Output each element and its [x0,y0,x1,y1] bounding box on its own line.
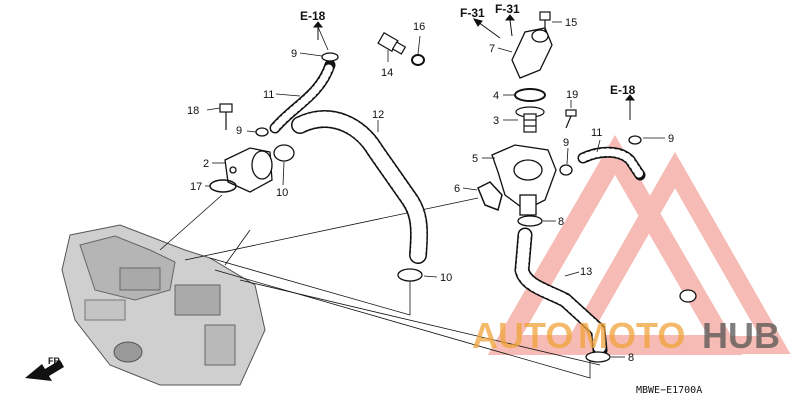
part-label-10b: 10 [440,272,452,284]
thermostat-housing-5 [491,144,557,216]
part-label-5: 5 [472,153,478,165]
assembly-lines [159,194,601,379]
ref-f31-a: F-31 [460,6,485,20]
part-label-15: 15 [565,17,577,29]
part-label-16: 16 [413,21,425,33]
ref-f31-b: F-31 [495,2,520,16]
part-label-17: 17 [190,181,202,193]
watermark-hub: HUB [702,315,780,356]
clamp-9-mid [559,164,573,176]
clamp-9-right [628,135,642,145]
part-label-4: 4 [493,90,499,102]
part-label-7: 7 [489,43,495,55]
clamp-9-top [321,52,339,62]
part-label-19: 19 [566,89,578,101]
part-label-8b: 8 [628,352,634,364]
watermark-auto: AUTO [472,315,573,356]
ref-e18-left: E-18 [300,9,326,23]
clamp-10-upper [273,144,295,162]
part-label-10a: 10 [276,187,288,199]
part-label-2: 2 [203,158,209,170]
o-ring-17 [209,179,237,193]
front-arrow-icon [25,360,64,381]
seal-4 [514,88,546,102]
ref-e18-right: E-18 [610,83,636,97]
part-label-6: 6 [454,183,460,195]
part-label-13: 13 [580,266,592,278]
clamp-10-lower [397,268,423,282]
watermark-moto: MOTO [578,315,685,356]
clamp-8-upper [517,215,543,227]
part-label-9a: 9 [291,48,297,60]
diagram-code: MBWE−E1700A [636,385,702,396]
part-label-9c: 9 [563,137,569,149]
part-label-9d: 9 [668,133,674,145]
reference-arrows [312,14,636,120]
bolt-15 [539,11,551,32]
clamp-right-bracket [679,289,697,303]
part-label-3: 3 [493,115,499,127]
thermostat-3 [515,106,545,133]
bolt-19 [565,109,577,129]
clamp-9-left [255,127,269,137]
engine-block [61,224,266,386]
part-label-12: 12 [372,109,384,121]
part-label-14: 14 [381,67,393,79]
water-pipe-2 [224,147,273,193]
washer-16 [411,54,425,66]
thermostat-cover-7 [511,27,553,79]
part-label-8a: 8 [558,216,564,228]
sensor-14 [377,31,407,55]
bolt-18 [219,103,233,130]
watermark-logo [487,135,791,355]
part-label-18: 18 [187,105,199,117]
front-marker-label: FR. [48,356,63,366]
part-label-11b: 11 [591,127,602,139]
watermark-text: AUTO MOTO HUB [472,315,780,356]
clamp-8-lower [585,351,611,363]
leader-lines [205,21,665,358]
part-label-11a: 11 [263,89,274,101]
gasket-6 [477,181,503,211]
part-label-9b: 9 [236,125,242,137]
